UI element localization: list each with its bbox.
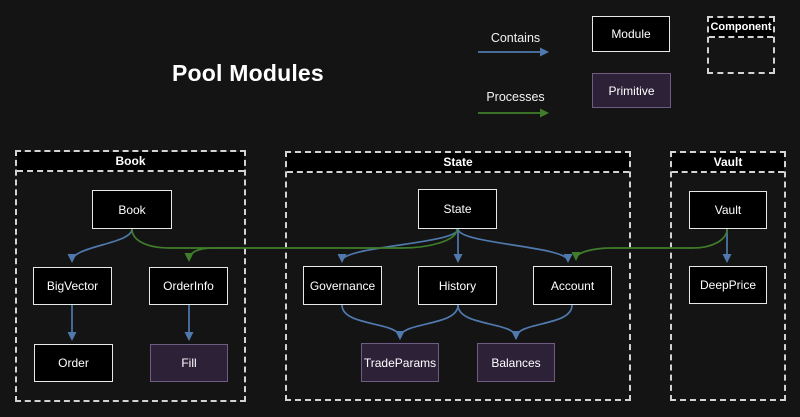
node-account: Account — [533, 266, 612, 305]
legend-component-label: Component — [709, 18, 773, 38]
book-container-title: Book — [17, 152, 244, 172]
node-bigvector-label: BigVector — [46, 279, 99, 293]
node-governance: Governance — [303, 266, 382, 305]
node-tradeparams: TradeParams — [361, 343, 439, 382]
vault-container: Vault — [670, 151, 786, 401]
node-vault-label: Vault — [714, 203, 742, 217]
legend-component-box: Component — [707, 16, 775, 74]
node-book-label: Book — [118, 202, 146, 217]
vault-container-title: Vault — [672, 153, 784, 173]
node-order: Order — [34, 344, 113, 382]
book-container: Book — [15, 150, 246, 402]
node-book: Book — [92, 190, 172, 229]
node-deepprice-label: DeepPrice — [699, 278, 757, 292]
node-deepprice: DeepPrice — [689, 266, 767, 304]
legend-processes-label: Processes — [486, 90, 545, 104]
node-order-label: Order — [58, 356, 89, 370]
legend-primitive-box: Primitive — [592, 73, 671, 108]
node-governance-label: Governance — [309, 278, 376, 293]
node-vault: Vault — [689, 191, 767, 229]
node-balances-label: Balances — [491, 355, 541, 370]
node-fill-label: Fill — [181, 356, 197, 370]
node-bigvector: BigVector — [33, 267, 112, 305]
state-container-title: State — [287, 153, 629, 173]
page-title: Pool Modules — [172, 60, 324, 86]
legend-contains-label: Contains — [490, 31, 541, 45]
node-tradeparams-label: TradeParams — [363, 355, 437, 370]
state-container: State — [285, 151, 631, 401]
node-orderinfo: OrderInfo — [149, 267, 228, 305]
node-history-label: History — [438, 278, 477, 293]
node-account-label: Account — [550, 278, 595, 293]
node-balances: Balances — [477, 343, 555, 382]
node-orderinfo-label: OrderInfo — [163, 279, 214, 293]
node-state: State — [418, 189, 497, 229]
legend-module-label: Module — [611, 27, 651, 41]
node-fill: Fill — [150, 344, 228, 382]
node-state-label: State — [443, 202, 472, 216]
node-history: History — [418, 266, 497, 305]
legend-module-box: Module — [592, 16, 670, 52]
legend-primitive-label: Primitive — [608, 83, 655, 98]
